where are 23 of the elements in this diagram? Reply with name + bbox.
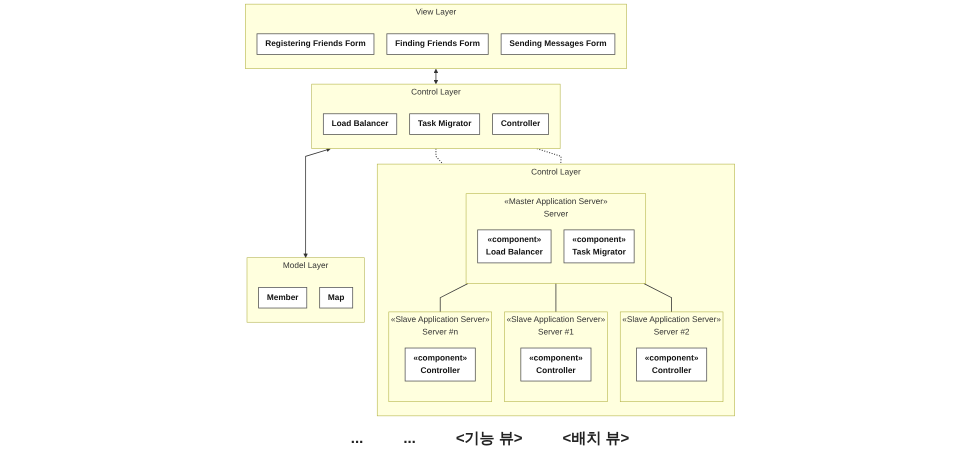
connector	[435, 148, 444, 164]
node-box: «component» Load Balancer	[477, 229, 552, 264]
node-box: Member	[258, 287, 308, 308]
node-box: Finding Friends Form	[386, 33, 489, 55]
arrow	[303, 148, 331, 258]
node-box: Registering Friends Form	[256, 33, 374, 55]
node-box: Controller	[492, 113, 549, 135]
arrow	[434, 68, 438, 84]
node-box: Load Balancer	[322, 113, 398, 135]
node-box: «component» Controller	[520, 348, 592, 382]
view-caption: <배치 뷰>	[562, 428, 630, 448]
view-caption: <기능 뷰>	[456, 428, 523, 448]
node-box: «component» Task Migrator	[564, 229, 635, 264]
connector	[643, 283, 672, 312]
node-box: «component» Controller	[636, 348, 708, 382]
node-box: Task Migrator	[409, 113, 480, 135]
ellipsis-text: ...	[350, 430, 364, 446]
node-box: Sending Messages Form	[500, 33, 616, 55]
node-box: «component» Controller	[404, 348, 476, 382]
node-box: Map	[319, 287, 354, 308]
ellipsis-text: ...	[403, 430, 416, 446]
connector	[536, 148, 562, 164]
connector	[440, 283, 468, 312]
